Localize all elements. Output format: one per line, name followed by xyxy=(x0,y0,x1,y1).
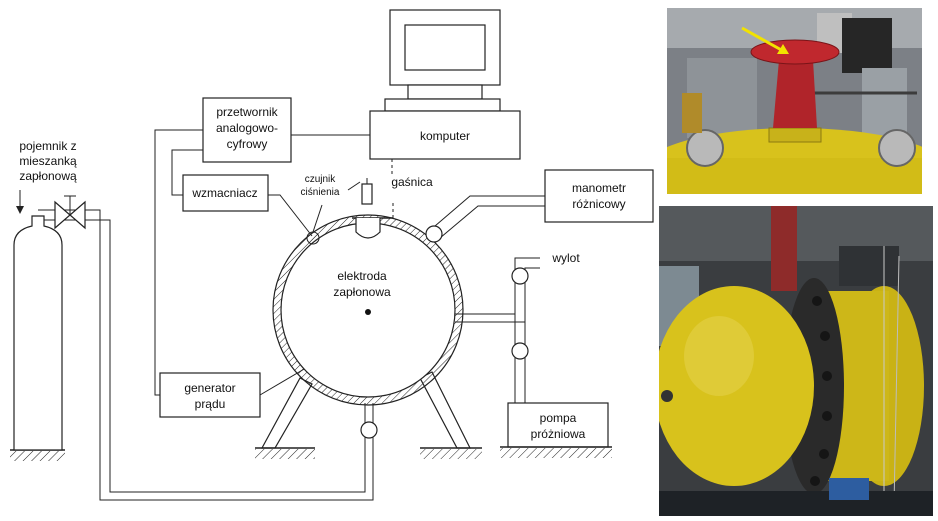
vessel-side-photo xyxy=(659,206,933,516)
photo-bottom-side-port xyxy=(661,390,673,402)
photo-bottom-bolt xyxy=(820,331,830,341)
valves xyxy=(360,225,529,439)
photo-bottom-bolt xyxy=(810,476,820,486)
photo-top-red-flange xyxy=(750,39,840,65)
explosion-vessel: elektroda zapłonowa xyxy=(272,214,464,406)
left-leg xyxy=(260,377,313,449)
computer: komputer xyxy=(369,9,521,160)
manometer-box xyxy=(544,169,654,223)
photo-top-arrow-line xyxy=(741,26,786,54)
vessel-top-photo-drawing xyxy=(667,8,922,194)
monitor-screen xyxy=(404,24,486,71)
photo-bottom-bolt xyxy=(812,296,822,306)
converter-box xyxy=(202,97,292,163)
outlet-pipe-lower xyxy=(524,267,540,322)
outlet-label: wylot xyxy=(551,251,580,265)
photo-top-right-port xyxy=(878,129,916,167)
pressure-sensor-body xyxy=(306,231,320,245)
test-stand-schematic: komputer przetwornik analogowo- cyfrowy … xyxy=(10,9,654,501)
inlet-valve xyxy=(360,421,378,439)
pressure-sensor-leader xyxy=(312,204,323,233)
sensor-label-2: ciśnienia xyxy=(301,187,340,198)
keyboard xyxy=(384,98,501,112)
manometer-label-1: manometr xyxy=(572,181,626,195)
vessel-top-photo xyxy=(667,8,922,194)
amplifier-label: wzmacniacz xyxy=(191,186,257,200)
container-label-3: zapłonową xyxy=(19,169,77,183)
amplifier-box xyxy=(182,174,269,212)
signal-wires xyxy=(154,129,393,396)
photo-top-dark-box xyxy=(842,18,892,73)
vessel-side-photo-drawing xyxy=(659,206,933,516)
extinguisher-body xyxy=(361,183,373,205)
generator-box xyxy=(159,372,261,418)
sensor-label-1: czujnik xyxy=(305,174,337,185)
pressure-sensor: czujnik ciśnienia xyxy=(301,174,340,245)
photo-top-red-cone xyxy=(773,60,817,128)
photo-bottom-bolt xyxy=(822,411,832,421)
photo-bottom-bolt xyxy=(819,449,829,459)
monitor-stand xyxy=(407,84,483,100)
electrode-tip xyxy=(365,309,371,315)
manometer-valve xyxy=(425,225,443,243)
computer-label: komputer xyxy=(420,129,470,143)
manometer-pipe-upper xyxy=(427,195,545,233)
extinguisher-label: gaśnica xyxy=(391,175,433,189)
extinguisher: gaśnica xyxy=(347,175,433,239)
wire-converter-generator xyxy=(154,129,203,396)
ad-converter: przetwornik analogowo- cyfrowy xyxy=(202,97,292,163)
photo-bottom-red-pipe xyxy=(771,206,797,291)
outlet-valve xyxy=(511,267,529,285)
pipes xyxy=(38,195,545,501)
container-label-2: mieszanką xyxy=(19,154,77,168)
electrode-label-1: elektroda xyxy=(337,269,387,283)
pump-label-1: pompa xyxy=(540,411,577,425)
gas-cylinder: pojemnik z mieszanką zapłonową xyxy=(13,139,86,451)
photo-top-brass-fitting xyxy=(682,93,702,133)
extinguisher-cup xyxy=(355,218,381,239)
cylinder-valve-right xyxy=(69,200,86,230)
converter-label-2: analogowo- xyxy=(216,121,278,135)
photo-bottom-floor xyxy=(659,491,933,516)
manometer-label-2: różnicowy xyxy=(572,197,625,211)
pump-label-2: próżniowa xyxy=(531,427,586,441)
outlet-pipe-upper xyxy=(514,257,540,314)
photo-top-flange-base xyxy=(768,127,822,143)
ground-hatch-left xyxy=(255,449,315,459)
amplifier: wzmacniacz xyxy=(182,174,269,212)
converter-label-1: przetwornik xyxy=(216,105,278,119)
current-generator: generator prądu xyxy=(159,372,261,418)
photo-bottom-blue-part xyxy=(829,478,869,500)
photo-top-arrow-head xyxy=(777,44,789,54)
photo-bottom-highlight xyxy=(684,316,754,396)
cylinder-valve-left xyxy=(54,200,71,230)
inlet-pipe-inner xyxy=(38,219,366,493)
extinguisher-nozzle xyxy=(347,181,361,191)
computer-box xyxy=(369,110,521,160)
wire-converter-amplifier xyxy=(171,149,203,196)
pump-valve xyxy=(511,342,529,360)
photo-bottom-equipment xyxy=(839,246,899,286)
wire-amplifier-sensor xyxy=(268,194,313,237)
vacuum-pump: pompa próżniowa xyxy=(507,402,609,448)
ground-hatch-right xyxy=(420,449,482,459)
differential-manometer: manometr różnicowy xyxy=(544,169,654,223)
container-arrow-head xyxy=(16,206,24,214)
converter-label-3: cyfrowy xyxy=(227,137,268,151)
pump-box xyxy=(507,402,609,448)
photo-bottom-bolt xyxy=(822,371,832,381)
generator-label-1: generator xyxy=(184,381,235,395)
ground-hatch-pump xyxy=(500,448,612,458)
cylinder-body xyxy=(13,215,63,451)
manometer-pipe-lower xyxy=(439,205,545,239)
container-label-1: pojemnik z xyxy=(19,139,76,153)
ground-hatch-cylinder xyxy=(10,451,65,461)
photo-bottom-wire xyxy=(893,255,900,507)
generator-label-2: prądu xyxy=(195,397,226,411)
electrode-label-2: zapłonowa xyxy=(333,285,391,299)
photo-top-left-port xyxy=(686,129,724,167)
